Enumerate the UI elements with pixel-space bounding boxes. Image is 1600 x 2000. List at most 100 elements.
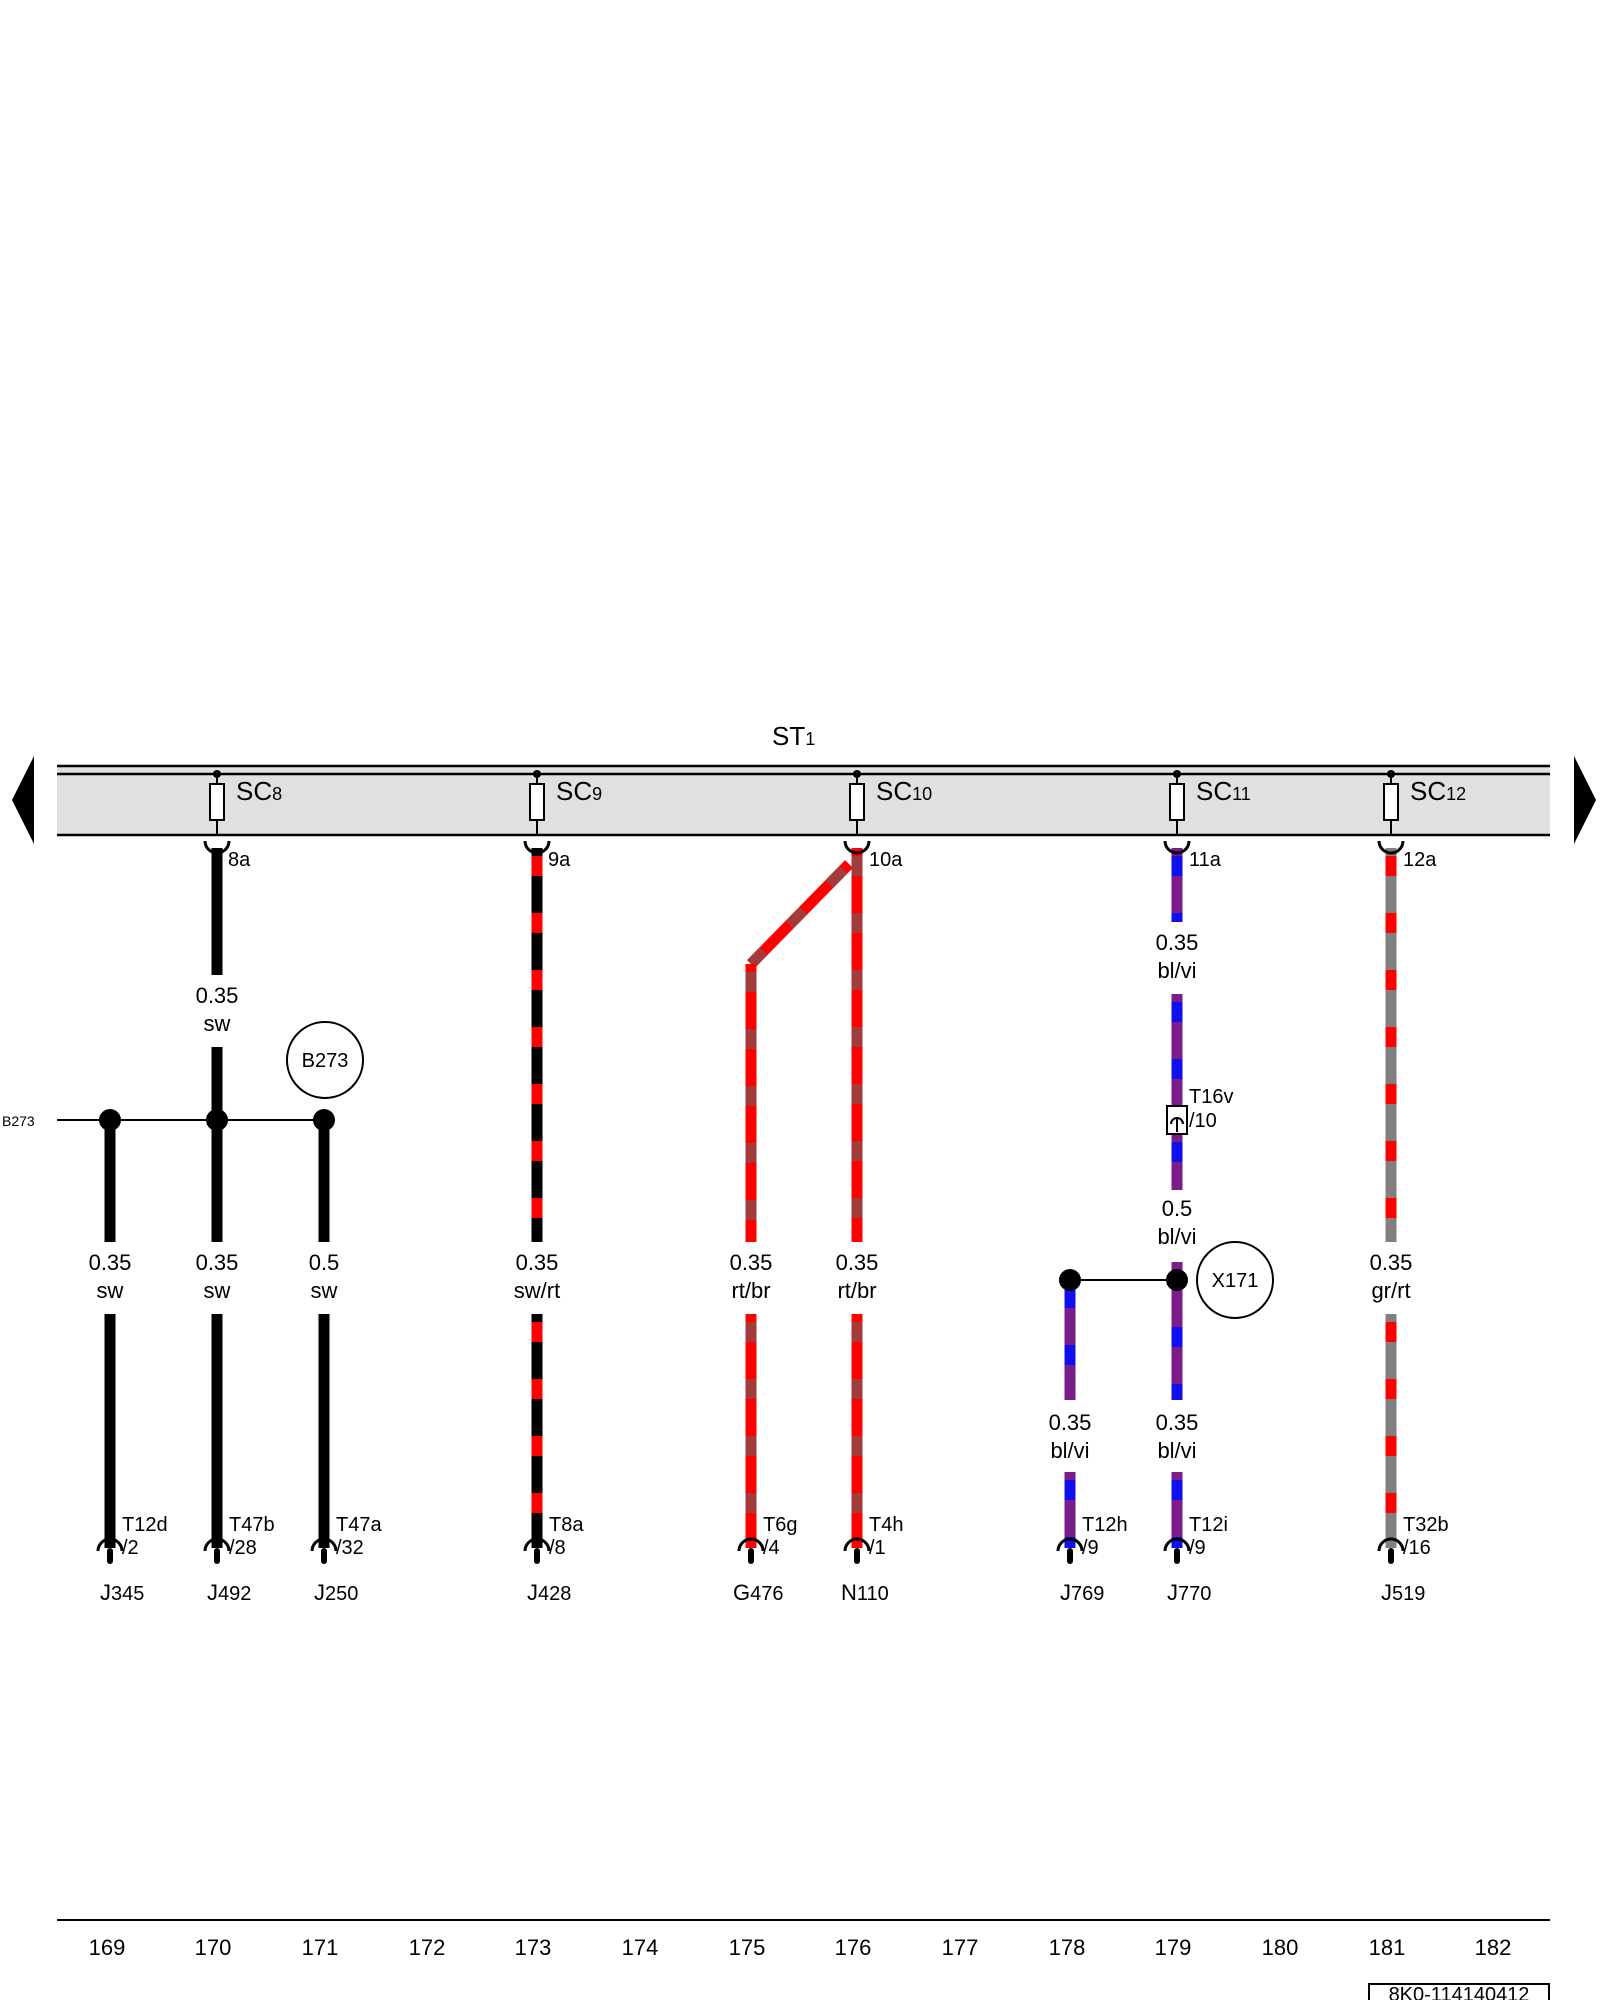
plug-pin-icon (1388, 1548, 1394, 1564)
wire-label: 0.5 bl/vi (1157, 1196, 1196, 1249)
plug-pin-icon (107, 1548, 113, 1564)
svg-text:0.35: 0.35 (1370, 1250, 1413, 1275)
fuse-icon (849, 783, 865, 821)
fuse-sc8[interactable]: SC8 8a (203, 770, 282, 871)
fuse-pin-label: 12a (1403, 849, 1437, 871)
fuse-sc12[interactable]: SC12 12a (1377, 770, 1466, 871)
plug-socket-icon (737, 1537, 765, 1552)
connector-name: T47a (336, 1514, 382, 1536)
junction-dot (313, 1109, 335, 1131)
terminal-j519[interactable]: T32b /16 J519 (1377, 1514, 1449, 1605)
inline-connector-t16v[interactable]: T16v /10 (1166, 1086, 1233, 1135)
connector-name: T8a (549, 1514, 584, 1536)
plug-pin-icon (1067, 1548, 1073, 1564)
connector-name: T12i (1189, 1514, 1228, 1536)
fuse-label: SC10 (876, 776, 932, 806)
junction-side-label: B273 (2, 1113, 35, 1129)
grid-number: 180 (1262, 1935, 1299, 1960)
wire-label: 0.35 sw (196, 1250, 239, 1303)
wire-label: 0.35 bl/vi (1156, 930, 1199, 983)
junction-dot (206, 1109, 228, 1131)
plug-socket-icon (1377, 1537, 1405, 1552)
grid-number: 175 (729, 1935, 766, 1960)
wire-label: 0.35 bl/vi (1049, 1410, 1092, 1463)
junction-circle (1196, 1241, 1274, 1319)
svg-text:sw/rt: sw/rt (514, 1278, 560, 1303)
svg-text:0.35: 0.35 (89, 1250, 132, 1275)
connector-name: T12d (122, 1514, 168, 1536)
component-label: J492 (207, 1580, 251, 1605)
connector-pin-label: /2 (122, 1537, 139, 1559)
terminal-j492[interactable]: T47b /28 J492 (203, 1514, 275, 1605)
component-label: J519 (1381, 1580, 1425, 1605)
junction-b273[interactable]: B273 B273 (2, 1021, 364, 1131)
document-code-box (1368, 1983, 1550, 2000)
connector-pin-label: /28 (229, 1537, 257, 1559)
connector-pin-label: /9 (1189, 1537, 1206, 1559)
terminal-g476[interactable]: T6g /4 G476 (733, 1514, 797, 1605)
fuse-sc10[interactable]: SC10 10a (843, 770, 932, 871)
connector-pin-label: /10 (1189, 1110, 1217, 1132)
connector-name: T47b (229, 1514, 275, 1536)
wire-sc10-diagonal-stripe (747, 860, 853, 968)
svg-text:0.35: 0.35 (730, 1250, 773, 1275)
connector-name: T6g (763, 1514, 797, 1536)
terminal-j770[interactable]: T12i /9 J770 (1163, 1514, 1228, 1605)
component-label: J769 (1060, 1580, 1104, 1605)
plug-socket-icon (1377, 840, 1405, 855)
svg-text:0.5: 0.5 (1162, 1196, 1193, 1221)
arrow-right-icon[interactable] (1574, 756, 1596, 844)
grid-number: 182 (1475, 1935, 1512, 1960)
fuse-pin-label: 8a (228, 849, 251, 871)
connector-name: T16v (1189, 1086, 1233, 1108)
connector-name: T12h (1082, 1514, 1128, 1536)
document-code: 8K0-114140412 (1368, 1983, 1550, 2000)
plug-socket-icon (96, 1537, 124, 1552)
fuse-icon (209, 783, 225, 821)
junction-x171[interactable]: X171 (1059, 1241, 1274, 1319)
plug-socket-icon (843, 1537, 871, 1552)
svg-text:sw: sw (311, 1278, 338, 1303)
grid-number: 169 (89, 1935, 126, 1960)
plug-socket-icon (1163, 1537, 1191, 1552)
arrow-left-icon[interactable] (12, 756, 34, 844)
plug-socket-icon (523, 840, 551, 855)
component-label: G476 (733, 1580, 784, 1605)
svg-text:rt/br: rt/br (837, 1278, 876, 1303)
svg-text:0.35: 0.35 (516, 1250, 559, 1275)
component-label: N110 (841, 1580, 889, 1605)
terminal-n110[interactable]: T4h /1 N110 (841, 1514, 903, 1605)
svg-text:bl/vi: bl/vi (1050, 1438, 1089, 1463)
terminal-j428[interactable]: T8a /8 J428 (523, 1514, 584, 1605)
fuse-label: SC9 (556, 776, 602, 806)
fuse-icon (1383, 783, 1399, 821)
svg-text:bl/vi: bl/vi (1157, 1438, 1196, 1463)
fuse-label: SC11 (1196, 776, 1251, 806)
fuse-sc9[interactable]: SC9 9a (523, 770, 602, 871)
terminal-j345[interactable]: T12d /2 J345 (96, 1514, 168, 1605)
grid-number: 173 (515, 1935, 552, 1960)
junction-dot (1059, 1269, 1081, 1291)
wire-layer (104, 848, 1397, 1548)
grid-number: 174 (622, 1935, 659, 1960)
junction-dot (1166, 1269, 1188, 1291)
fuse-sc11[interactable]: SC11 11a (1163, 770, 1251, 871)
document-code-text: 8K0-114140412 (1389, 1984, 1530, 2000)
component-label: J250 (314, 1580, 358, 1605)
wire-label: 0.35 gr/rt (1370, 1250, 1413, 1303)
grid-number: 172 (409, 1935, 446, 1960)
connector-pin-label: /1 (869, 1537, 886, 1559)
fuse-pin-label: 11a (1189, 849, 1222, 871)
component-label: J345 (100, 1580, 144, 1605)
plug-socket-icon (203, 1537, 231, 1552)
fuse-label: SC8 (236, 776, 282, 806)
wire-label: 0.35 rt/br (836, 1250, 879, 1303)
svg-text:bl/vi: bl/vi (1157, 1224, 1196, 1249)
bus-title: ST1 (772, 721, 815, 751)
plug-pin-icon (854, 1548, 860, 1564)
terminal-j250[interactable]: T47a /32 J250 (310, 1514, 382, 1605)
svg-text:0.35: 0.35 (1156, 1410, 1199, 1435)
terminal-j769[interactable]: T12h /9 J769 (1056, 1514, 1128, 1605)
wire-label: 0.35 rt/br (730, 1250, 773, 1303)
